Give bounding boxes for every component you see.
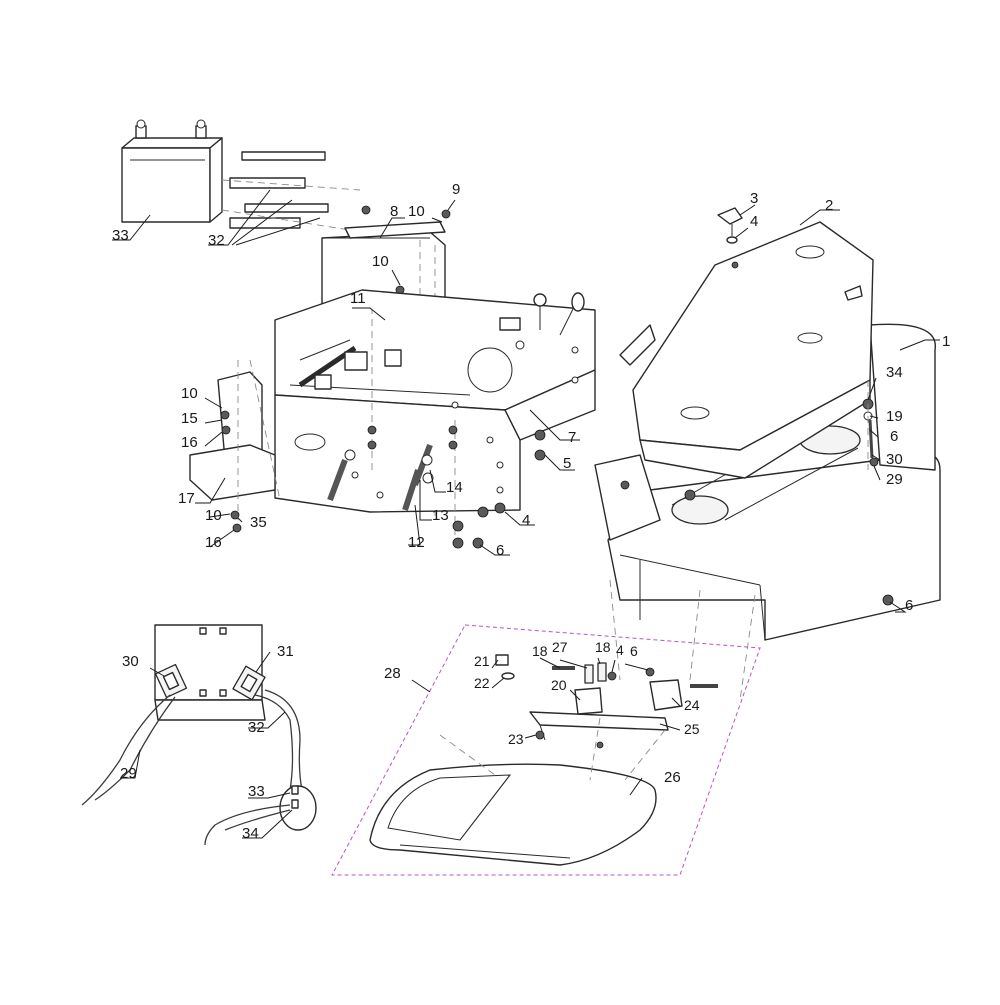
callout-18: 18	[532, 643, 548, 659]
callout-20: 20	[551, 677, 567, 693]
callout-30: 30	[122, 653, 139, 670]
callout-10: 10	[372, 253, 389, 270]
callout-4: 4	[616, 642, 624, 658]
seat-assembly-28	[331, 624, 761, 876]
callout-6: 6	[630, 643, 638, 659]
bolts-12-13-14	[327, 310, 456, 550]
frame-nuts	[367, 425, 546, 549]
callout-16: 16	[181, 434, 198, 451]
callout-6: 6	[905, 597, 913, 614]
callout-21: 21	[474, 653, 490, 669]
callout-labels: 1 2 3 4 5 4 6 7 8 9 10 10 11 10 15 16 17…	[112, 181, 950, 842]
main-frame-7	[274, 289, 596, 513]
callout-32: 32	[248, 719, 265, 736]
callout-33: 33	[112, 227, 129, 244]
callout-35: 35	[250, 514, 267, 531]
callout-22: 22	[474, 675, 490, 691]
callout-1: 1	[942, 333, 950, 350]
callout-32: 32	[208, 232, 225, 249]
callout-33: 33	[248, 783, 265, 800]
callout-29: 29	[120, 765, 137, 782]
callout-11: 11	[350, 290, 366, 307]
callout-13: 13	[432, 507, 449, 524]
callout-30: 30	[886, 451, 903, 468]
battery	[121, 119, 223, 223]
callout-14: 14	[446, 479, 463, 496]
callout-3: 3	[750, 190, 758, 207]
mower-deck-1	[594, 323, 941, 701]
callout-9: 9	[452, 181, 460, 198]
callout-26: 26	[664, 769, 681, 786]
deck-cover-2	[619, 221, 874, 479]
callout-28: 28	[384, 665, 401, 682]
callout-24: 24	[684, 697, 700, 713]
callout-2: 2	[825, 197, 833, 214]
callout-12: 12	[408, 534, 425, 551]
callout-18: 18	[595, 639, 611, 655]
callout-7: 7	[568, 429, 576, 446]
callout-8: 8	[390, 203, 398, 220]
callout-34: 34	[886, 364, 903, 381]
callout-15: 15	[181, 410, 198, 427]
callout-19: 19	[886, 408, 903, 425]
callout-5: 5	[563, 455, 571, 472]
callout-6: 6	[890, 428, 898, 445]
callout-leaders	[112, 189, 940, 839]
callout-4: 4	[522, 512, 530, 529]
electrical-box	[81, 624, 317, 846]
callout-4: 4	[750, 213, 758, 230]
callout-17: 17	[178, 490, 195, 507]
callout-23: 23	[508, 731, 524, 747]
bracket-17	[189, 359, 281, 533]
callout-10: 10	[408, 203, 425, 220]
callout-16: 16	[205, 534, 222, 551]
knob-3	[717, 207, 743, 244]
callout-34: 34	[242, 825, 259, 842]
callout-25: 25	[684, 721, 700, 737]
callout-27: 27	[552, 639, 568, 655]
callout-29: 29	[886, 471, 903, 488]
callout-10: 10	[205, 507, 222, 524]
callout-10: 10	[181, 385, 198, 402]
callout-6: 6	[496, 542, 504, 559]
callout-31: 31	[277, 643, 294, 660]
battery-straps	[221, 151, 361, 231]
